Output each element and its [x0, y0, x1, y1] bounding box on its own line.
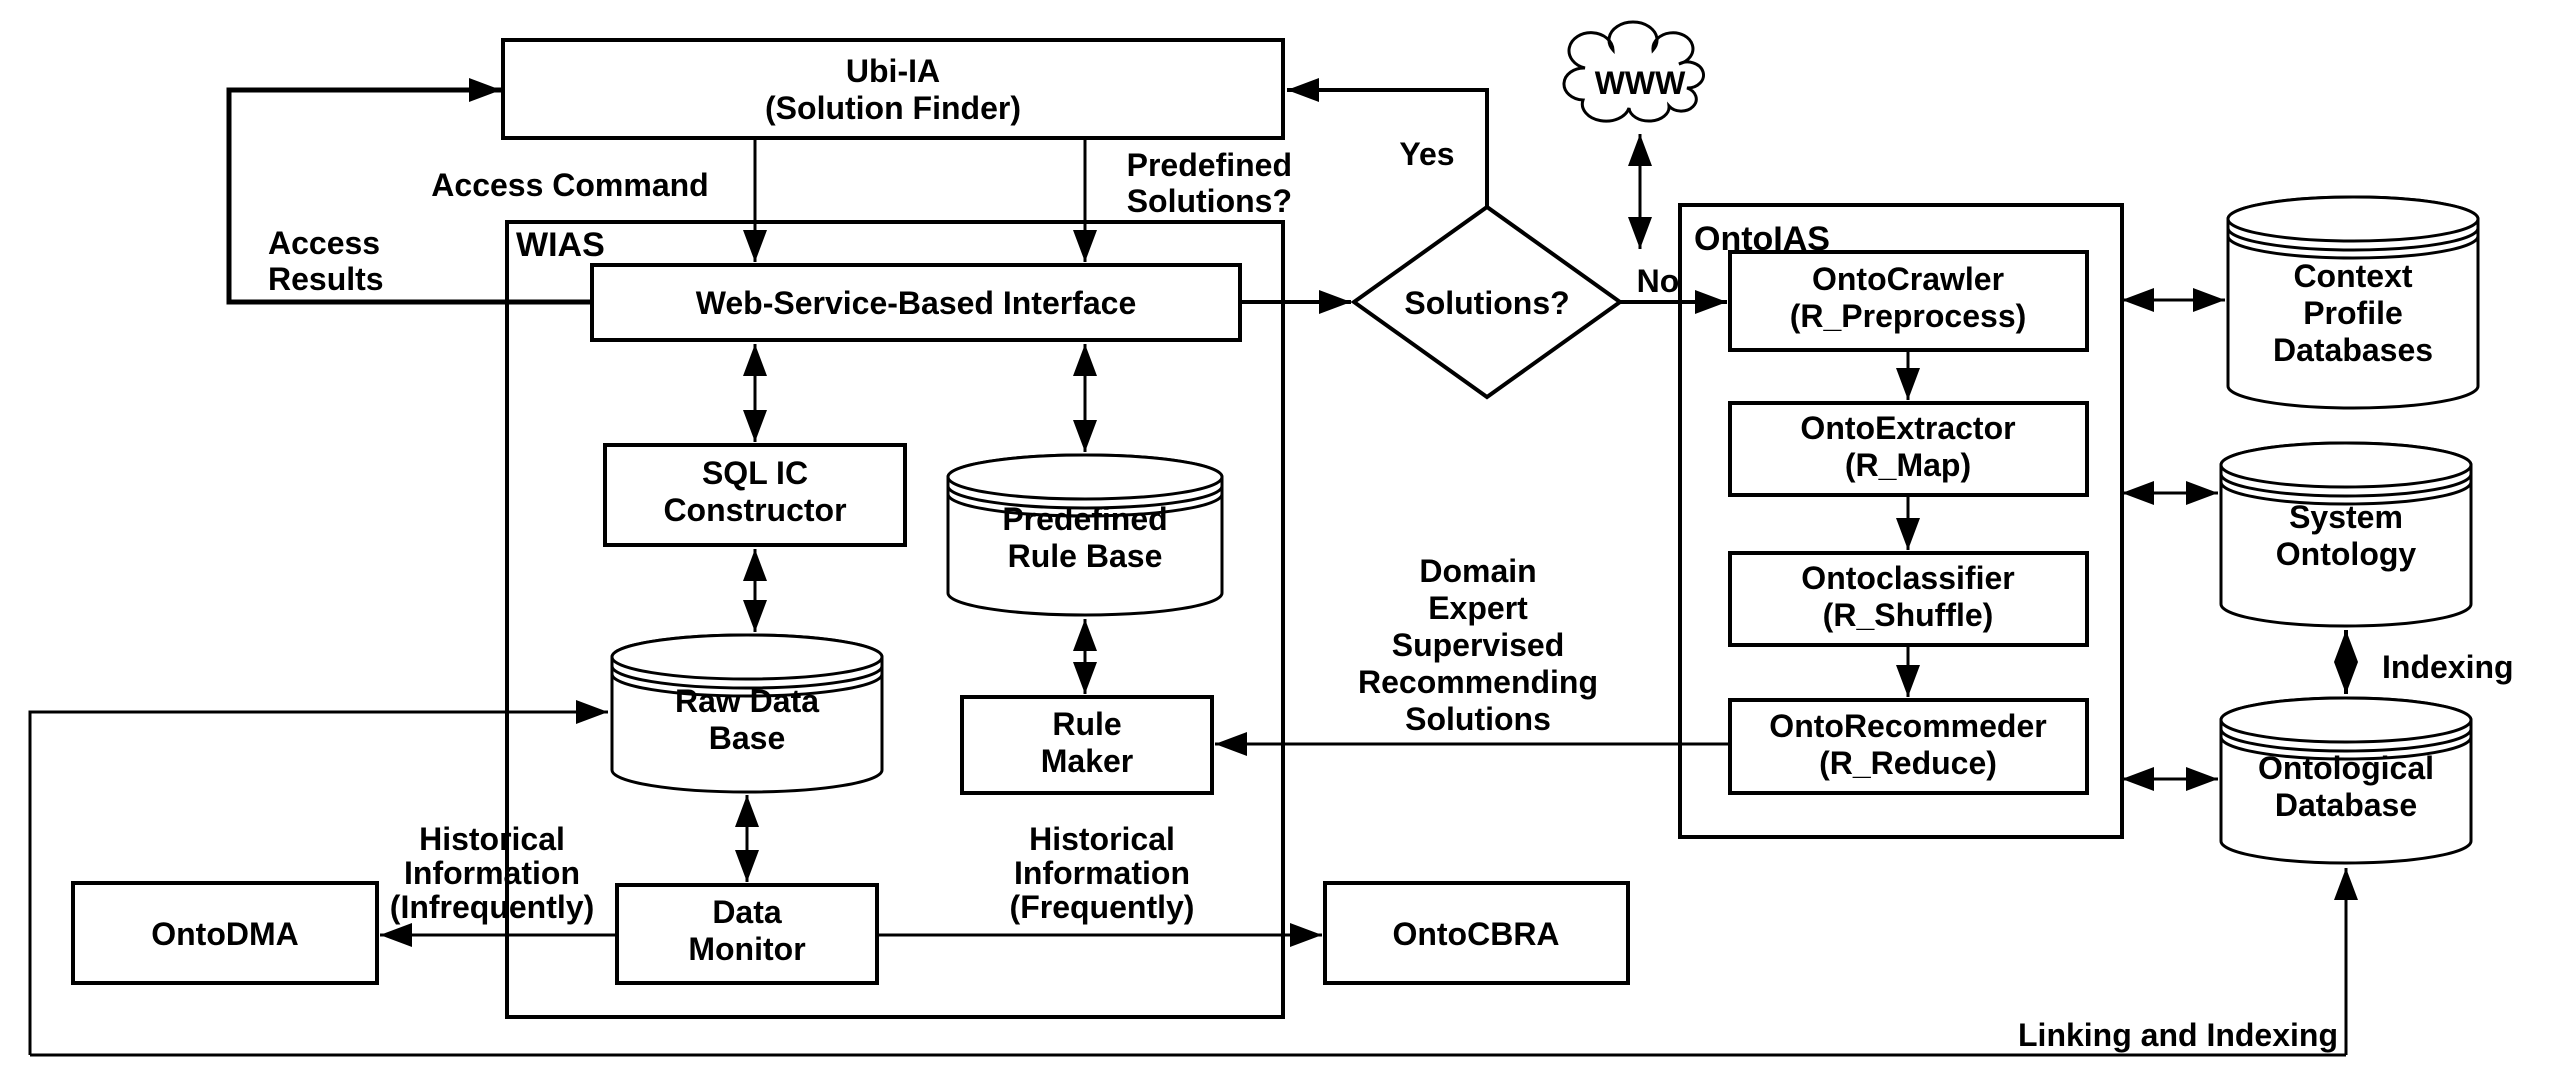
rule-maker-node: Rule Maker: [960, 695, 1214, 795]
wias-container: [505, 220, 1285, 1019]
ontological-database-label-line1: Ontological: [2258, 750, 2434, 786]
domain-expert-label-line4: Recommending: [1358, 664, 1598, 700]
ubi-ia-label-line1: Ubi-IA: [846, 53, 940, 89]
raw-data-base-cylinder: Raw Data Base: [610, 633, 884, 794]
onto-crawler-label-line1: OntoCrawler: [1812, 261, 2004, 297]
ubi-ia-label-line2: (Solution Finder): [765, 90, 1021, 126]
raw-data-base-label-line1: Raw Data: [675, 683, 819, 719]
onto-recommeder-label-line2: (R_Reduce): [1819, 745, 1997, 781]
system-ontology-label-line1: System: [2289, 499, 2403, 535]
web-service-interface-node: Web-Service-Based Interface: [590, 263, 1242, 342]
context-profile-databases-cylinder: Context Profile Databases: [2226, 195, 2480, 410]
domain-expert-label-line1: Domain: [1419, 553, 1536, 589]
ontological-database-label-line2: Database: [2275, 787, 2417, 823]
ontoias-container-label: OntoIAS: [1694, 220, 1830, 258]
onto-classifier-label-line1: Ontoclassifier: [1801, 560, 2014, 596]
linking-and-indexing-label: Linking and Indexing: [2018, 1017, 2338, 1053]
onto-classifier-node: Ontoclassifier (R_Shuffle): [1728, 551, 2089, 647]
web-service-interface-label: Web-Service-Based Interface: [696, 285, 1136, 321]
onto-extractor-node: OntoExtractor (R_Map): [1728, 401, 2089, 497]
domain-expert-label-line5: Solutions: [1405, 701, 1551, 737]
yes-label: Yes: [1399, 136, 1454, 172]
solutions-decision-diamond: Solutions?: [1350, 204, 1624, 400]
indexing-label: Indexing: [2382, 649, 2514, 685]
edge-decision-yes-to-ubiia: [1287, 78, 1489, 207]
system-ontology-cylinder: System Ontology: [2219, 441, 2473, 628]
predefined-solutions-label-line1: Predefined: [1127, 147, 1292, 183]
context-profile-databases-label-line3: Databases: [2273, 332, 2433, 368]
solutions-decision-label: Solutions?: [1404, 285, 1569, 321]
context-profile-databases-label-line1: Context: [2293, 258, 2412, 294]
rule-maker-label-line1: Rule: [1052, 706, 1121, 742]
sql-ic-label-line2: Constructor: [663, 492, 846, 528]
onto-recommeder-node: OntoRecommeder (R_Reduce): [1728, 698, 2089, 795]
access-results-label-line2: Results: [268, 261, 384, 297]
onto-dma-label: OntoDMA: [151, 916, 299, 952]
predefined-solutions-label-line2: Solutions?: [1127, 183, 1292, 219]
onto-extractor-label-line2: (R_Map): [1845, 447, 1971, 483]
historical-frequently-label-line3: (Frequently): [1010, 889, 1195, 925]
access-results-label-line1: Access: [268, 225, 380, 261]
sql-ic-constructor-node: SQL IC Constructor: [603, 443, 907, 547]
onto-extractor-label-line1: OntoExtractor: [1800, 410, 2015, 446]
onto-cbra-node: OntoCBRA: [1323, 881, 1630, 985]
ontoias-container: [1678, 203, 2124, 839]
ontological-database-cylinder: Ontological Database: [2219, 696, 2473, 865]
www-label: WWW: [1595, 65, 1686, 101]
historical-frequently-label-line1: Historical: [1029, 821, 1175, 857]
system-ontology-label-line2: Ontology: [2276, 536, 2417, 572]
context-profile-databases-label-line2: Profile: [2303, 295, 2403, 331]
onto-cbra-label: OntoCBRA: [1392, 916, 1559, 952]
historical-infrequently-label-line3: (Infrequently): [390, 889, 594, 925]
no-label: No: [1637, 263, 1680, 299]
access-command-label: Access Command: [431, 167, 708, 203]
sql-ic-label-line1: SQL IC: [702, 455, 808, 491]
raw-data-base-label-line2: Base: [709, 720, 786, 756]
data-monitor-label-line2: Monitor: [688, 931, 805, 967]
domain-expert-label-line2: Expert: [1428, 590, 1528, 626]
historical-frequently-label-line2: Information: [1014, 855, 1190, 891]
data-monitor-label-line1: Data: [712, 894, 782, 930]
predefined-rule-base-cylinder: Predefined Rule Base: [946, 453, 1224, 617]
domain-expert-label-line3: Supervised: [1392, 627, 1565, 663]
edge-linking-to-rawdb: [28, 700, 608, 1055]
onto-dma-node: OntoDMA: [71, 881, 379, 985]
predefined-rule-base-label-line2: Rule Base: [1008, 538, 1163, 574]
data-monitor-node: Data Monitor: [615, 883, 879, 985]
edges: [28, 78, 2358, 1057]
www-cloud: WWW: [1562, 20, 1705, 123]
rule-maker-label-line2: Maker: [1041, 743, 1134, 779]
ubi-ia-node: Ubi-IA (Solution Finder): [501, 38, 1285, 140]
historical-infrequently-label-line2: Information: [404, 855, 580, 891]
predefined-rule-base-label-line1: Predefined: [1002, 501, 1167, 537]
onto-recommeder-label-line1: OntoRecommeder: [1769, 708, 2046, 744]
wias-container-label: WIAS: [516, 226, 605, 264]
edge-access-results-loop: [226, 78, 592, 305]
onto-crawler-node: OntoCrawler (R_Preprocess): [1728, 250, 2089, 352]
edge-labels: Access Command Access Results Predefined…: [268, 136, 2514, 1053]
onto-crawler-label-line2: (R_Preprocess): [1790, 298, 2027, 334]
historical-infrequently-label-line1: Historical: [419, 821, 565, 857]
onto-classifier-label-line2: (R_Shuffle): [1823, 597, 1994, 633]
